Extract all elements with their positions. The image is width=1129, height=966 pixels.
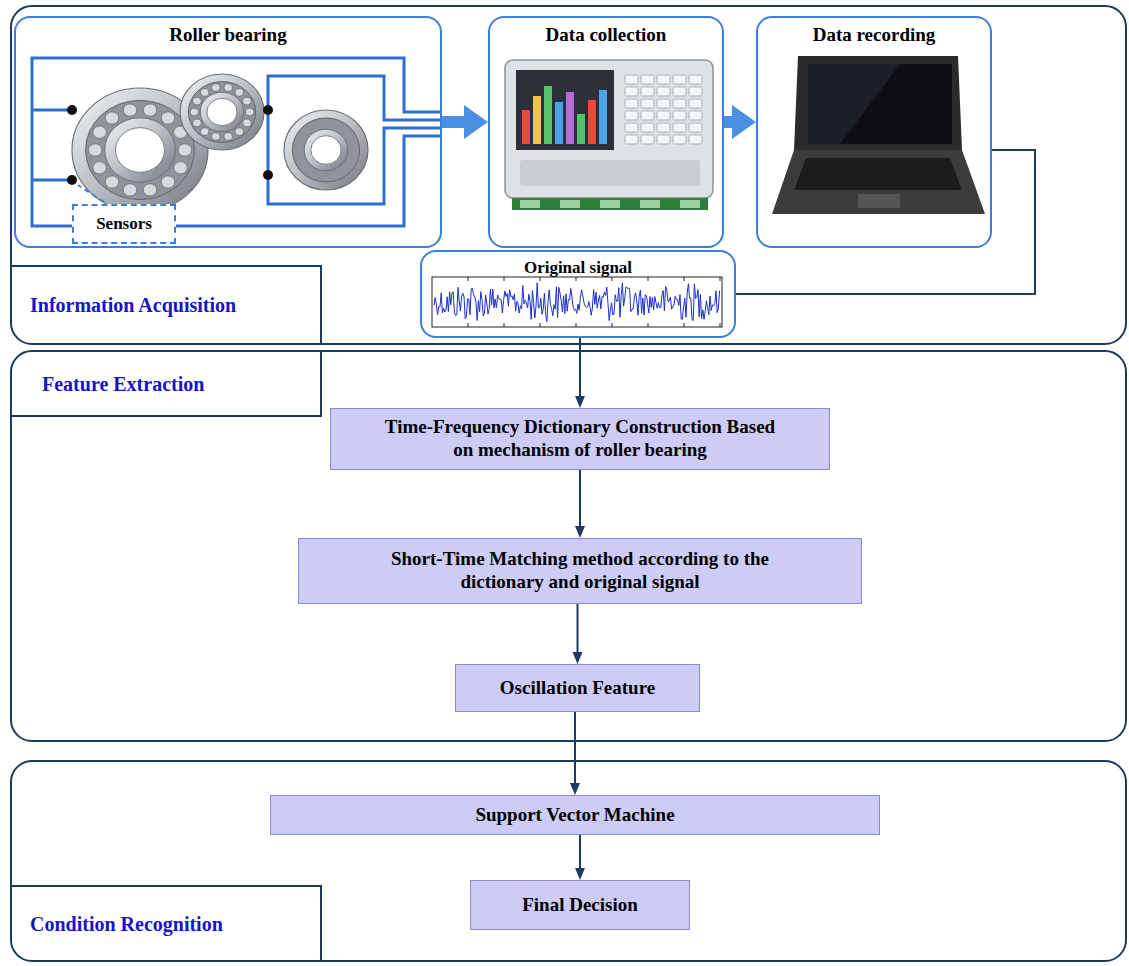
flow-arrow — [573, 604, 583, 664]
stage-panel: Information Acquisition Roller bearingSen… — [10, 5, 1127, 345]
signal-waveform — [432, 277, 722, 327]
flow-arrow — [575, 470, 585, 538]
flow-arrow — [570, 712, 580, 795]
flow-arrow — [442, 105, 488, 139]
box-title: Original signal — [422, 258, 734, 278]
heading-tab: Feature Extraction — [12, 352, 322, 417]
component-box: Roller bearingSensors — [14, 16, 442, 248]
box-title: Roller bearing — [16, 24, 440, 47]
process-box: Short-Time Matching method according to … — [298, 538, 862, 604]
stage-panel: Feature ExtractionTime-Frequency Diction… — [10, 350, 1127, 742]
laptop — [772, 56, 985, 214]
box-title: Sensors — [96, 214, 152, 234]
component-box: Data recording — [756, 16, 992, 248]
flow-arrow — [575, 835, 585, 880]
flow-arrow — [724, 105, 756, 139]
signal-box: Original signal — [420, 250, 736, 338]
sensor-callout: Sensors — [72, 204, 176, 244]
process-label: Time-Frequency Dictionary Construction B… — [376, 416, 784, 462]
process-label: Final Decision — [522, 894, 638, 917]
heading-tab: Condition Recognition — [12, 885, 322, 960]
heading-tab: Information Acquisition — [12, 265, 322, 343]
process-label: Oscillation Feature — [500, 677, 655, 700]
stage-panel: Condition Recognition Support Vector Mach… — [10, 760, 1127, 962]
sensor-leader — [78, 185, 104, 202]
stage-heading: Condition Recognition — [30, 912, 223, 936]
box-title: Data collection — [490, 24, 722, 47]
component-box: Data collection — [488, 16, 724, 248]
sensor-wiring — [32, 58, 442, 226]
process-box: Final Decision — [470, 880, 690, 930]
process-box: Time-Frequency Dictionary Construction B… — [330, 408, 830, 470]
bearing-illustration — [72, 74, 368, 212]
stage-heading: Information Acquisition — [30, 293, 236, 317]
process-label: Support Vector Machine — [475, 804, 674, 827]
process-box: Oscillation Feature — [455, 664, 700, 712]
sensor-dots — [67, 105, 273, 185]
stage-heading: Feature Extraction — [42, 372, 204, 396]
process-label: Short-Time Matching method according to … — [359, 548, 801, 594]
process-box: Support Vector Machine — [270, 795, 880, 835]
box-title: Data recording — [758, 24, 990, 47]
acquisition-device — [505, 60, 713, 210]
flow-arrow — [575, 338, 585, 408]
